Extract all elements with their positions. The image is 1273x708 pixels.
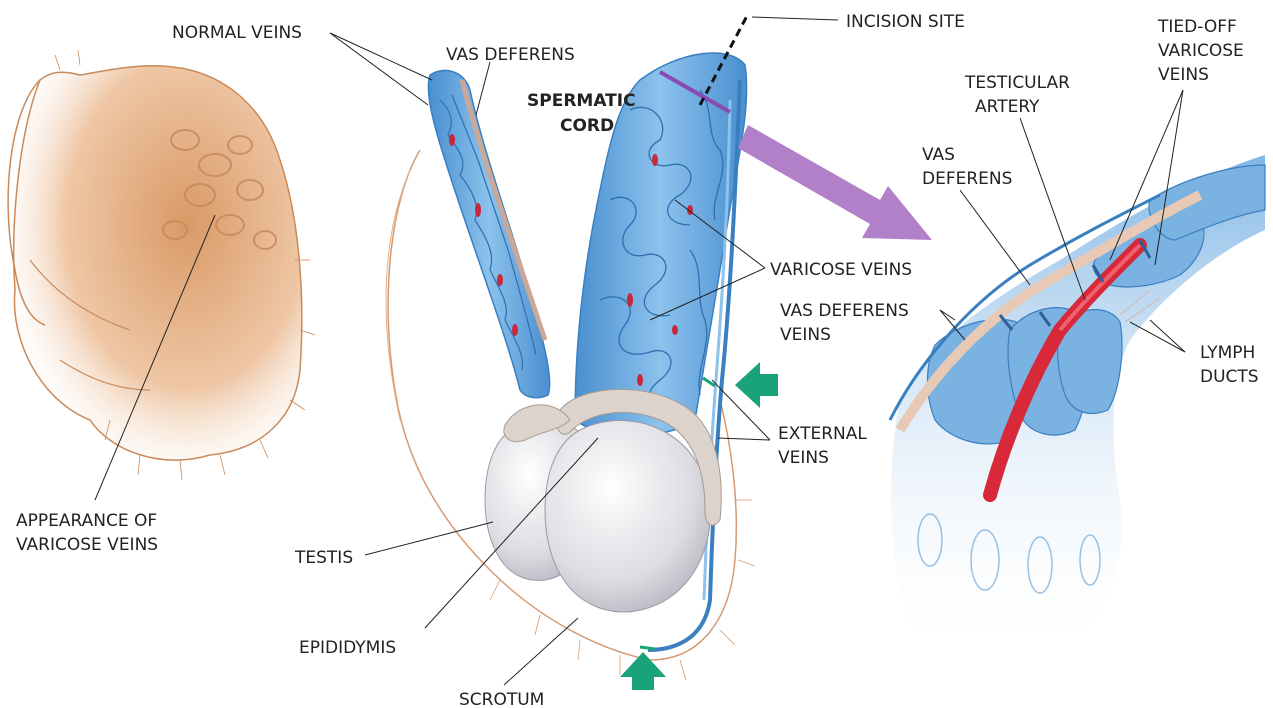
label-incision-site: INCISION SITE bbox=[846, 12, 965, 32]
label-external-veins-line2: VEINS bbox=[778, 448, 829, 468]
label-scrotum: SCROTUM bbox=[459, 690, 544, 708]
label-appearance-line1: APPEARANCE OF bbox=[16, 511, 157, 531]
label-tied-off-line2: VARICOSE bbox=[1158, 41, 1244, 61]
external-appearance-illustration bbox=[8, 50, 315, 480]
label-testis: TESTIS bbox=[294, 548, 353, 568]
label-spermatic-cord-line2: CORD bbox=[560, 116, 614, 136]
label-normal-veins: NORMAL VEINS bbox=[172, 23, 302, 43]
label-vas-deferens-veins-line1: VAS DEFERENS bbox=[780, 301, 909, 321]
purple-arrow bbox=[738, 125, 932, 240]
label-vas-deferens-top: VAS DEFERENS bbox=[446, 45, 575, 65]
label-varicose-veins: VARICOSE VEINS bbox=[770, 260, 912, 280]
label-vas-deferens-right-line2: DEFERENS bbox=[922, 169, 1012, 189]
skin-outline bbox=[14, 66, 302, 460]
label-vas-deferens-veins-line2: VEINS bbox=[780, 325, 831, 345]
label-epididymis: EPIDIDYMIS bbox=[299, 638, 396, 658]
label-external-veins-line1: EXTERNAL bbox=[778, 424, 867, 444]
label-appearance-line2: VARICOSE VEINS bbox=[16, 535, 158, 555]
label-lymph-ducts-line2: DUCTS bbox=[1200, 367, 1259, 387]
detail-illustration bbox=[890, 155, 1265, 668]
normal-veins-cord bbox=[428, 70, 549, 397]
label-lymph-ducts-line1: LYMPH bbox=[1200, 343, 1255, 363]
testis-right bbox=[545, 421, 710, 612]
label-vas-deferens-right-line1: VAS bbox=[922, 145, 955, 165]
label-spermatic-cord-line1: SPERMATIC bbox=[527, 91, 636, 111]
label-testicular-artery-line1: TESTICULAR bbox=[964, 73, 1070, 93]
label-tied-off-line1: TIED-OFF bbox=[1157, 17, 1237, 37]
green-arrow-up bbox=[620, 652, 666, 690]
anatomy-illustration bbox=[386, 14, 932, 690]
label-testicular-artery-line2: ARTERY bbox=[975, 97, 1040, 117]
label-tied-off-line3: VEINS bbox=[1158, 65, 1209, 85]
green-arrow-right bbox=[735, 362, 778, 408]
